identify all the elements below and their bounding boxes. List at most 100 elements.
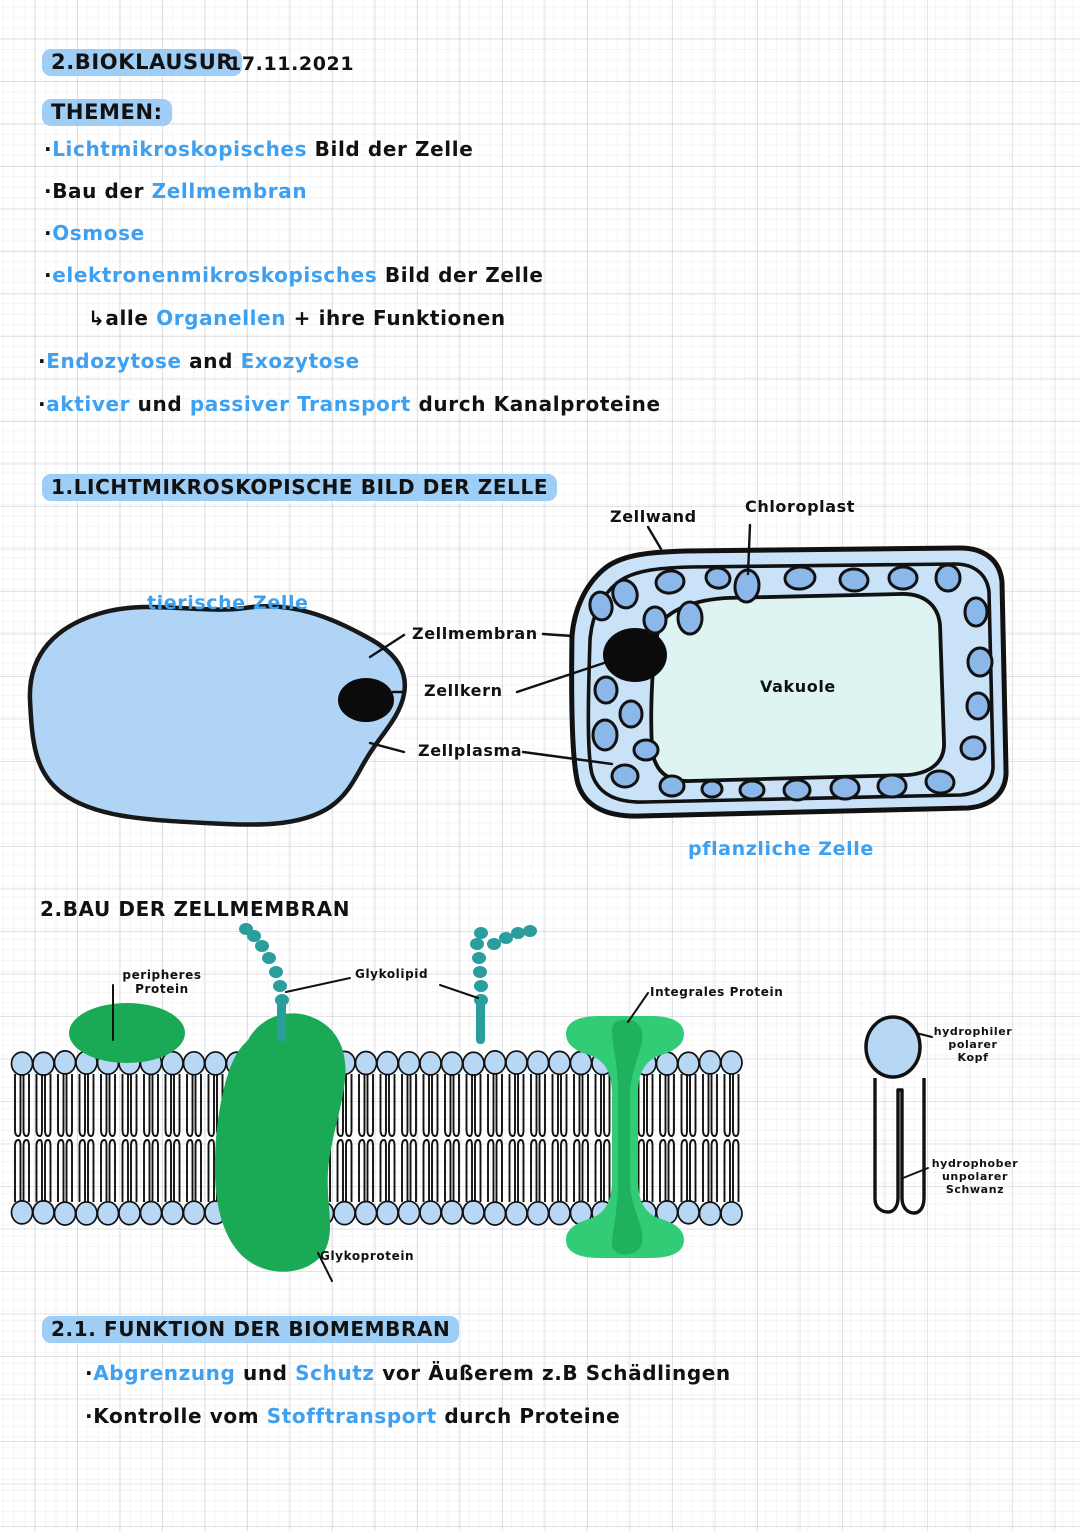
animal-cell-caption: tierische Zelle	[147, 592, 309, 614]
lipid-tail	[680, 1139, 697, 1202]
animal-cell-body	[27, 604, 408, 827]
glycoprotein	[214, 1013, 346, 1272]
section-1-heading: 1.LICHTMIKROSKOPISCHE BILD DER ZELLE	[42, 474, 558, 501]
lipid-head	[720, 1050, 743, 1075]
label-zellkern: Zellkern	[424, 681, 503, 700]
topic-part: aktiver	[46, 392, 131, 416]
label-integrales-protein: Integrales Protein	[650, 985, 784, 999]
lipid-tail	[422, 1139, 439, 1202]
glycolipid-right	[470, 925, 537, 1044]
function-part: Abgrenzung	[93, 1361, 236, 1385]
lipid-tail	[379, 1139, 396, 1202]
lipid-tail	[487, 1074, 503, 1137]
lipid-tail	[594, 1074, 611, 1137]
phospholipid-head	[864, 1015, 922, 1079]
topic-part: Exozytose	[240, 349, 360, 373]
label-line: polarer	[948, 1037, 998, 1051]
lipid-tail	[78, 1074, 95, 1137]
section-21-heading: 2.1. FUNKTION DER BIOMEMBRAN	[42, 1316, 460, 1343]
topic-part: and	[181, 349, 241, 373]
topic-part: Bild der Zelle	[377, 263, 544, 287]
topic-item: ·Endozytose and Exozytose	[38, 349, 360, 374]
function-part: Kontrolle vom	[93, 1404, 267, 1428]
single-phospholipid-detail	[864, 1015, 933, 1215]
lipid-tail	[465, 1074, 482, 1137]
label-zellmembran: Zellmembran	[412, 624, 538, 643]
lipid-tail	[573, 1074, 589, 1137]
label-line: hydrophober	[931, 1157, 1019, 1170]
lipid-head	[720, 1201, 743, 1226]
topic-part: und	[130, 392, 190, 416]
arrow-icon: ↳	[88, 306, 106, 330]
lipid-tail	[164, 1139, 181, 1202]
lipid-tail	[508, 1074, 525, 1137]
label-vakuole: Vakuole	[760, 677, 836, 696]
lipid-tail	[444, 1074, 460, 1137]
function-bullet: ·	[85, 1361, 94, 1385]
function-part: Stofftransport	[266, 1404, 437, 1428]
lipid-tail	[637, 1139, 654, 1202]
topic-item: ·Lichtmikroskopisches Bild der Zelle	[44, 137, 473, 162]
topic-item: ·Osmose	[44, 221, 145, 246]
lipid-tail	[100, 1074, 116, 1137]
lipid-tail	[143, 1074, 159, 1137]
topic-item: ·aktiver und passiver Transport durch Ka…	[38, 392, 661, 417]
function-part: vor Äußerem z.B Schädlingen	[374, 1361, 731, 1385]
function-item: ·Abgrenzung und Schutz vor Äußerem z.B S…	[85, 1361, 731, 1386]
glycolipid-left	[239, 923, 289, 1042]
page-title-text: 2.BIOKLAUSUR	[42, 49, 243, 76]
lipid-tail	[530, 1074, 546, 1137]
function-bullet: ·	[85, 1404, 94, 1428]
lipid-tail	[637, 1074, 654, 1137]
lipid-tail	[551, 1139, 568, 1202]
topic-part: passiver Transport	[189, 392, 411, 416]
lipid-tail	[401, 1074, 417, 1137]
plant-cell-vacuole	[649, 592, 946, 783]
animal-cell-nucleus	[338, 678, 394, 722]
animal-cell-diagram	[27, 604, 408, 827]
lipid-tail	[530, 1139, 546, 1202]
lipid-tail	[57, 1074, 73, 1137]
label-line: Kopf	[957, 1050, 989, 1064]
lipid-tail	[100, 1139, 116, 1202]
lipid-tail	[164, 1074, 181, 1137]
lipid-tail	[358, 1074, 374, 1137]
topic-bullet: ·	[38, 349, 47, 373]
label-hydrophobic-tail: hydrophober unpolarer Schwanz	[926, 1157, 1024, 1197]
plant-cell-diagram	[569, 545, 1009, 819]
lipid-tail	[121, 1139, 138, 1202]
chloroplast-group	[588, 563, 994, 802]
channel-protein	[566, 1016, 684, 1258]
label-line: Protein	[135, 982, 189, 997]
lipid-tail	[35, 1074, 52, 1137]
section-1-heading-text: 1.LICHTMIKROSKOPISCHE BILD DER ZELLE	[42, 474, 558, 501]
lipid-tail	[186, 1139, 202, 1202]
topic-part: durch Kanalproteine	[410, 392, 661, 416]
lipid-tail	[723, 1139, 740, 1202]
lipid-tail	[594, 1139, 611, 1202]
topic-part: Osmose	[52, 221, 145, 245]
lipid-tail	[659, 1074, 675, 1137]
topic-item: ·elektronenmikroskopisches Bild der Zell…	[44, 263, 544, 288]
topic-subitem: ↳alle Organellen + ihre Funktionen	[88, 306, 506, 331]
lipid-tail	[702, 1139, 718, 1202]
cross-leader-lines	[515, 632, 614, 766]
topic-bullet: ·	[44, 137, 53, 161]
animal-cell-leader-lines	[368, 633, 406, 754]
topic-part: elektronenmikroskopisches	[52, 263, 378, 287]
lipid-tail	[121, 1074, 138, 1137]
label-glykoprotein: Glykoprotein	[320, 1249, 415, 1263]
section-2-heading: 2.BAU DER ZELLMEMBRAN	[40, 897, 351, 921]
lipid-tail	[336, 1074, 353, 1137]
topics-heading-text: THEMEN:	[42, 99, 172, 126]
lipid-tail	[444, 1139, 460, 1202]
page-title: 2.BIOKLAUSUR	[42, 49, 243, 76]
function-part: und	[235, 1361, 296, 1385]
lipid-tail	[723, 1074, 740, 1137]
lipid-tail	[422, 1074, 439, 1137]
section-21-heading-text: 2.1. FUNKTION DER BIOMEMBRAN	[42, 1316, 460, 1343]
topic-part: Zellmembran	[151, 179, 308, 203]
membrane-leader-lines	[112, 977, 649, 1282]
